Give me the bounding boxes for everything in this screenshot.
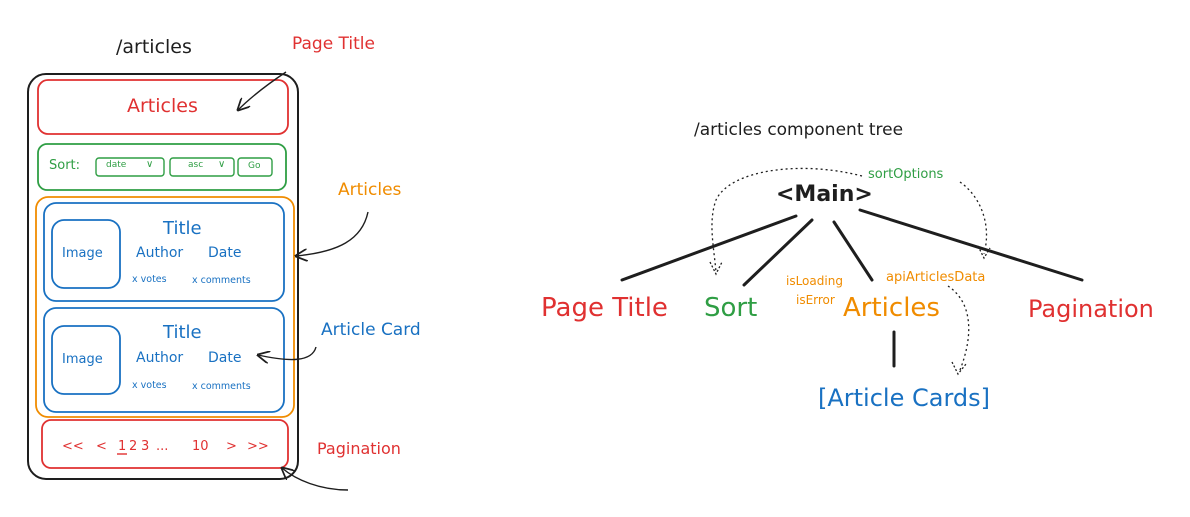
pagination-ellipsis: ...: [156, 439, 169, 454]
tree-node-article-cards: [Article Cards]: [818, 384, 990, 412]
card-date: Date: [208, 245, 242, 261]
article-card-box-1: [43, 202, 285, 302]
pagination-next-button[interactable]: >: [226, 439, 237, 454]
tree-node-page-title: Page Title: [541, 293, 668, 323]
pagination-arrow: [282, 468, 349, 491]
page-title-arrow: [238, 71, 287, 110]
prop-sort-options: sortOptions: [868, 167, 944, 182]
tree-node-pagination: Pagination: [1028, 295, 1154, 323]
card-votes: x votes: [132, 274, 167, 285]
edge-main-articles: [832, 220, 874, 282]
edge-main-sort: [742, 218, 814, 287]
card-date: Date: [208, 350, 242, 366]
sort-field-value: date: [106, 160, 127, 170]
pagination-first-button[interactable]: <<: [62, 439, 84, 454]
header-title: Articles: [127, 95, 198, 117]
article-card-box-2: [43, 307, 285, 413]
card-title[interactable]: Title: [163, 218, 202, 239]
prop-flow-sort-head: [709, 261, 723, 276]
prop-flow-sort: [711, 167, 863, 273]
sort-label: Sort:: [49, 158, 81, 173]
card-image-box-1: [51, 219, 121, 289]
edge-main-page-title: [620, 214, 798, 282]
sort-field-select[interactable]: date ∨: [106, 160, 153, 170]
annotation-page-title: Page Title: [292, 34, 375, 54]
annotation-article-card: Article Card: [321, 320, 421, 340]
articles-arrow: [296, 211, 369, 256]
card-comments: x comments: [192, 381, 251, 392]
prop-flow-pagination: [959, 181, 988, 255]
pagination-last-button[interactable]: >>: [247, 439, 269, 454]
sort-field-select-box: [95, 157, 165, 177]
chevron-down-icon: ∨: [146, 159, 154, 170]
annotation-articles: Articles: [338, 180, 402, 200]
card-title[interactable]: Title: [163, 322, 202, 343]
tree-title: /articles component tree: [694, 120, 904, 140]
sort-order-select[interactable]: asc ∨: [188, 160, 225, 170]
annotation-pagination: Pagination: [317, 439, 401, 458]
phone-frame: [27, 73, 299, 480]
pagination-box: [41, 419, 289, 469]
sort-order-value: asc: [188, 160, 204, 170]
prop-flow-cards-head: [951, 361, 967, 376]
chevron-down-icon: ∨: [218, 159, 226, 170]
tree-node-sort: Sort: [704, 293, 758, 323]
prop-api-articles-data: apiArticlesData: [886, 270, 986, 285]
sort-order-select-box: [169, 157, 235, 177]
card-author: Author: [136, 350, 184, 366]
tree-root-main: <Main>: [776, 182, 873, 207]
pagination-page-2[interactable]: 2: [129, 439, 138, 454]
card-comments: x comments: [192, 275, 251, 286]
sort-box: [37, 143, 287, 191]
pagination-page-1[interactable]: 1: [118, 439, 127, 454]
header-box: [37, 79, 289, 135]
pagination-prev-button[interactable]: <: [96, 439, 107, 454]
articles-box: [35, 196, 295, 418]
prop-flow-cards: [947, 285, 970, 371]
card-votes: x votes: [132, 380, 167, 391]
card-author: Author: [136, 245, 184, 261]
edge-main-pagination: [858, 208, 1084, 282]
pagination-page-3[interactable]: 3: [141, 439, 150, 454]
route-label: /articles: [116, 36, 192, 58]
prop-is-error: isError: [796, 293, 835, 307]
card-image-label: Image: [62, 352, 103, 367]
tree-node-articles: Articles: [843, 293, 940, 323]
sort-go-button[interactable]: Go: [248, 161, 261, 171]
sort-go-box: [237, 157, 273, 177]
card-image-label: Image: [62, 246, 103, 261]
pagination-last-page[interactable]: 10: [192, 439, 209, 454]
card-image-box-2: [51, 325, 121, 395]
article-card-arrow: [258, 346, 317, 360]
prop-flow-pagination-head: [977, 245, 991, 260]
prop-is-loading: isLoading: [786, 274, 843, 288]
